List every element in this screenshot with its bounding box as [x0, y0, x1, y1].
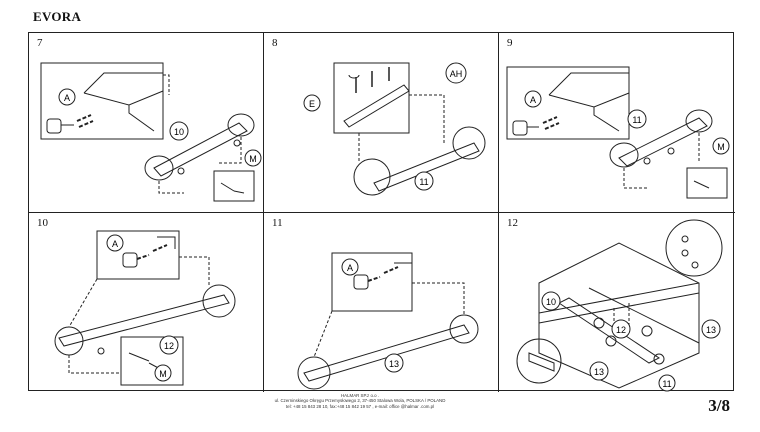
svg-text:AH: AH — [450, 69, 463, 79]
label-a-callout: A — [524, 90, 542, 108]
step-9-illustration: A 11 M — [506, 66, 730, 199]
label-m-callout: M — [712, 137, 730, 155]
document-title: EVORA — [33, 9, 82, 24]
step-8-illustration: E AH 11 — [303, 62, 486, 196]
step-number: 9 — [507, 37, 513, 49]
svg-text:A: A — [112, 239, 118, 249]
part-13-callout-left: 13 — [589, 361, 609, 381]
part-11-callout: 11 — [658, 374, 676, 392]
part-10-callout: 10 — [541, 291, 561, 311]
instruction-grid: 7 A — [28, 32, 735, 392]
part-12-callout: 12 — [611, 319, 631, 339]
svg-text:13: 13 — [594, 367, 604, 377]
svg-text:11: 11 — [419, 177, 428, 187]
part-11-callout: 11 — [627, 109, 647, 129]
step-10-panel: 10 A 12 — [29, 213, 264, 392]
step-number: 11 — [272, 217, 283, 229]
svg-text:13: 13 — [389, 359, 399, 369]
step-number: 8 — [272, 37, 278, 49]
svg-text:M: M — [159, 369, 167, 379]
label-m-callout: M — [154, 364, 172, 382]
label-m-callout: M — [244, 149, 262, 167]
step-11-panel: 11 A 13 — [264, 213, 499, 392]
step-number: 7 — [37, 37, 43, 49]
svg-text:A: A — [64, 93, 70, 103]
step-9-panel: 9 A 11 — [499, 33, 735, 213]
svg-text:E: E — [309, 99, 315, 109]
svg-text:M: M — [717, 142, 725, 152]
step-number: 10 — [37, 217, 48, 229]
svg-text:10: 10 — [174, 127, 184, 137]
company-name: HALMAR SP.z o.o . — [341, 393, 379, 398]
step-11-illustration: A 13 — [297, 252, 479, 390]
step-number: 12 — [507, 217, 518, 229]
step-10-illustration: A 12 M — [54, 230, 236, 386]
svg-text:10: 10 — [546, 297, 556, 307]
step-7-illustration: A 10 M — [40, 62, 262, 202]
svg-text:A: A — [347, 263, 353, 273]
part-13-callout: 13 — [384, 353, 404, 373]
company-footer: HALMAR SP.z o.o . ul. Czerninskiego Okrę… — [230, 393, 490, 409]
label-a-callout: A — [106, 234, 124, 252]
step-12-illustration: 10 12 13 13 11 — [516, 219, 723, 392]
svg-text:13: 13 — [706, 325, 716, 335]
svg-text:12: 12 — [616, 325, 626, 335]
page-number: 3/8 — [708, 396, 730, 415]
svg-text:A: A — [530, 95, 536, 105]
label-a-callout: A — [58, 88, 76, 106]
svg-text:11: 11 — [662, 379, 671, 389]
label-ah-callout: AH — [445, 62, 467, 84]
label-e-callout: E — [303, 94, 321, 112]
company-contact: tel: +48 15 843 28 10, fax:+48 15 842 19… — [285, 403, 435, 409]
svg-text:M: M — [249, 154, 257, 164]
part-12-callout: 12 — [159, 335, 179, 355]
step-7-panel: 7 A — [29, 33, 264, 213]
part-11-callout: 11 — [414, 171, 434, 191]
part-13-callout-right: 13 — [701, 319, 721, 339]
step-8-panel: 8 E AH 11 — [264, 33, 499, 213]
label-a-callout: A — [341, 258, 359, 276]
company-address: ul. Czerninskiego Okręgu Przemysłowego 2… — [274, 398, 446, 404]
svg-text:12: 12 — [164, 341, 174, 351]
part-10-callout: 10 — [169, 121, 189, 141]
svg-text:11: 11 — [632, 115, 641, 125]
step-12-panel: 12 10 — [499, 213, 735, 392]
